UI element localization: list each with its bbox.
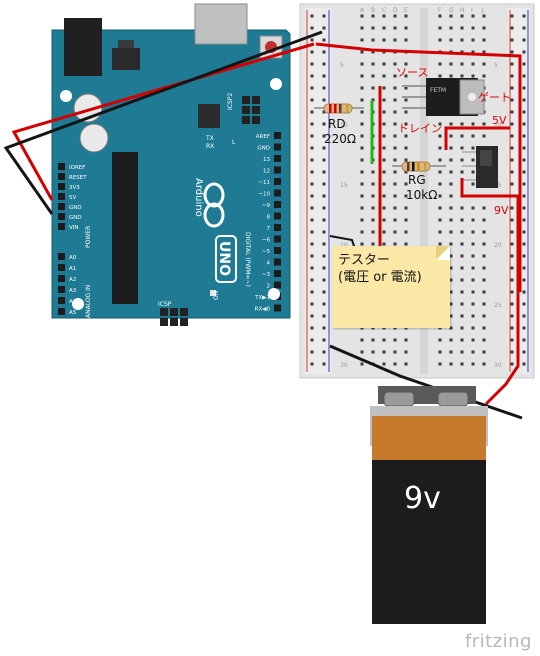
digital-pin-label: TX▶1 xyxy=(254,295,270,301)
row-number: 5 xyxy=(494,62,498,69)
power-pin-label: GND xyxy=(69,215,82,221)
column-letter: F xyxy=(438,7,442,14)
label-9v: 9V xyxy=(494,204,509,217)
power-pin-label: IOREF xyxy=(69,165,85,171)
icsp2-label: ICSP2 xyxy=(227,93,234,110)
row-number: 30 xyxy=(494,362,502,369)
battery-9v: 9v xyxy=(370,386,488,624)
slide-switch xyxy=(462,146,498,188)
digital-pin-label: GND xyxy=(257,146,270,152)
wire-top-rail xyxy=(315,42,522,292)
fet-text: FETM xyxy=(430,87,446,94)
digital-pin-label: 13 xyxy=(263,157,270,163)
column-letter: I xyxy=(471,7,473,14)
digital-pin-label: 8 xyxy=(267,215,271,221)
column-letter: C xyxy=(382,7,386,14)
power-pin-label: RESET xyxy=(69,175,87,181)
model-text: UNO xyxy=(216,241,232,276)
power-label: POWER xyxy=(85,226,92,248)
label-5v: 5V xyxy=(492,114,507,127)
icsp-label: ICSP xyxy=(158,301,172,308)
row-number: 20 xyxy=(340,242,348,249)
wire-gate-5v xyxy=(444,126,510,150)
battery-label: 9v xyxy=(404,481,441,516)
row-number: 5 xyxy=(340,62,344,69)
analog-pin-label: A5 xyxy=(69,310,77,316)
label-rd-value: 220Ω xyxy=(324,132,356,146)
digital-pin-label: ~10 xyxy=(258,192,270,198)
mosfet: FETM xyxy=(402,78,485,116)
digital-pin-label: 12 xyxy=(263,169,270,175)
digital-pin-label: ~9 xyxy=(262,203,271,209)
analog-pin-label: A0 xyxy=(69,255,77,261)
l-label: L xyxy=(232,139,236,146)
microcontroller-chip xyxy=(112,152,138,304)
label-rd-name: RD xyxy=(328,117,346,131)
row-number: 25 xyxy=(494,302,502,309)
note-line2: (電圧 or 電流) xyxy=(338,270,422,285)
label-gate: ゲート xyxy=(478,91,511,104)
analog-label: ANALOG IN xyxy=(85,285,92,318)
power-pin-label: 5V xyxy=(69,195,76,201)
wire-gnd xyxy=(3,30,323,215)
label-drain: ドレイン xyxy=(398,122,442,135)
column-letter: E xyxy=(404,7,408,14)
digital-pin-label: ~5 xyxy=(262,249,271,255)
brand-text: Arduino xyxy=(193,178,204,217)
digital-pin-label: 7 xyxy=(267,226,271,232)
rx-label: RX xyxy=(206,143,214,150)
column-letter: B xyxy=(371,7,375,14)
note-line1: テスター xyxy=(338,253,391,268)
power-pin-label: 3V3 xyxy=(69,185,80,191)
resistor-rd xyxy=(314,103,364,114)
capacitor xyxy=(79,123,109,153)
column-letter: J xyxy=(481,7,484,14)
digital-pin-label: AREF xyxy=(256,134,270,140)
wire-battery-gnd xyxy=(329,344,523,420)
usb-port xyxy=(194,3,248,45)
wire-5v xyxy=(11,42,315,201)
label-rg-name: RG xyxy=(408,173,426,187)
power-pin-label: VIN xyxy=(69,225,79,231)
uno-badge: UNO xyxy=(215,235,237,283)
digital-pin-label: RX◀0 xyxy=(255,307,271,313)
analog-pin-label: A1 xyxy=(69,266,76,272)
analog-pin-label: A2 xyxy=(69,277,76,283)
analog-pin-label: A3 xyxy=(69,288,77,294)
digital-pin-label: ~6 xyxy=(262,238,271,244)
power-pin-label: GND xyxy=(69,205,82,211)
column-letter: A xyxy=(360,7,365,14)
on-label: ON xyxy=(213,291,220,300)
column-letter: D xyxy=(393,7,398,14)
fritzing-logo: fritzing xyxy=(464,631,532,652)
column-letter: H xyxy=(460,7,465,14)
resistor-rg xyxy=(392,161,446,172)
row-number: 10 xyxy=(340,122,348,129)
digital-pin-label: ~3 xyxy=(262,272,271,278)
row-number: 15 xyxy=(340,182,348,189)
power-jack xyxy=(64,18,102,76)
row-number: 30 xyxy=(340,362,348,369)
tx-label: TX xyxy=(205,135,214,142)
label-source: ソース xyxy=(396,66,428,79)
column-letter: G xyxy=(449,7,454,14)
digital-pin-label: 4 xyxy=(267,261,271,267)
label-rg-value: 10kΩ xyxy=(406,188,437,202)
digital-pin-label: 2 xyxy=(267,284,271,290)
arduino-board: ICSP2 TX RX L Arduino UNO ICSP ON IOREF R… xyxy=(51,3,291,326)
arduino-logo xyxy=(203,182,225,228)
row-number: 10 xyxy=(494,122,502,129)
wire-9v xyxy=(460,178,520,406)
tester-note: テスター (電圧 or 電流) xyxy=(332,246,450,328)
row-number: 20 xyxy=(494,242,502,249)
digital-pin-label: ~11 xyxy=(258,180,270,186)
digital-label: DIGITAL (PWM=~) xyxy=(244,232,251,287)
